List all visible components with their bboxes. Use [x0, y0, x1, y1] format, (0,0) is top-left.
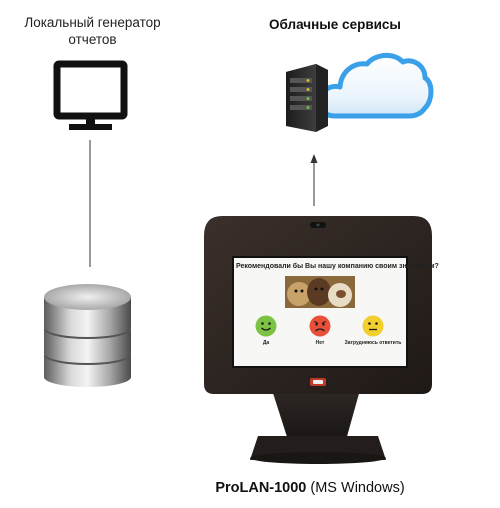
local-generator-label-line1: Локальный генератор: [24, 15, 161, 30]
local-generator-label: Локальный генератор отчетов: [0, 14, 185, 48]
server-icon: [286, 64, 328, 132]
terminal-device: Рекомендовали бы Вы нашу компанию своим …: [200, 208, 439, 470]
device-os: (MS Windows): [306, 480, 405, 496]
device-model: ProLAN-1000: [215, 480, 307, 496]
device-caption: ProLAN-1000 (MS Windows): [160, 480, 460, 496]
cloud-services-label: Облачные сервисы: [269, 17, 401, 32]
option-label-unsure: Затрудняюсь ответить: [344, 340, 402, 346]
arrow-up-connector: [310, 154, 318, 206]
sad-face-icon[interactable]: [309, 315, 331, 337]
connector-line-local: [89, 140, 91, 267]
monitor-icon: [53, 60, 128, 130]
neutral-face-icon[interactable]: [362, 315, 384, 337]
screen-question: Рекомендовали бы Вы нашу компанию своим …: [236, 263, 439, 270]
option-label-yes: Да: [262, 340, 270, 346]
happy-face-icon[interactable]: [255, 315, 277, 337]
local-generator-label-line2: отчетов: [68, 32, 117, 47]
terminal-screen: Рекомендовали бы Вы нашу компанию своим …: [232, 256, 439, 368]
option-label-no: Нет: [315, 340, 325, 346]
database-icon: [44, 284, 131, 387]
dogs-photo: [285, 276, 355, 308]
